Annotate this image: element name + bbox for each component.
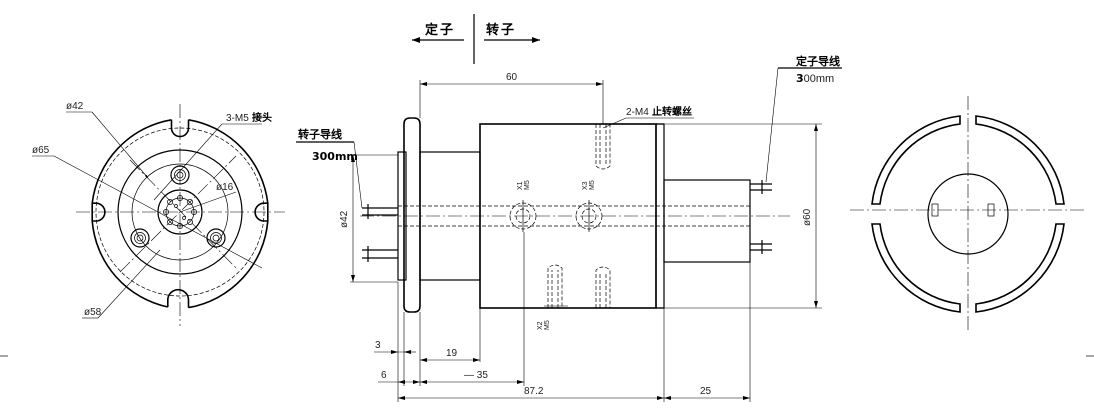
stator-wire-length: 300mm — [796, 72, 834, 85]
label-d58: ø58 — [84, 307, 102, 318]
stator-wire-length-bold: 3 — [796, 72, 804, 85]
anti-rotation-screw-top — [595, 124, 611, 170]
label-thread: 3-M5 — [226, 113, 249, 124]
rotor-arrow — [532, 37, 540, 43]
rotor-wire-leader — [353, 141, 363, 209]
x3-name: X3 — [582, 181, 589, 190]
label-anti-rotation-suffix: 止转螺丝 — [652, 105, 692, 118]
notch-bottom — [167, 288, 190, 308]
leader-d58 — [97, 249, 161, 319]
x2-port — [547, 264, 563, 308]
x1-port — [509, 200, 537, 232]
label-dim-19: 19 — [446, 348, 458, 359]
outer-flange-outline — [91, 119, 269, 309]
label-dim-25: 25 — [700, 386, 712, 397]
right-outer-segment-bottom-right — [975, 223, 1065, 313]
label-top-length: 60 — [506, 72, 518, 83]
label-dim-87-2: 87.2 — [524, 386, 544, 397]
label-thread-suffix: 接头 — [252, 111, 272, 124]
rotor-wire-label: 转子导线 — [298, 127, 342, 141]
label-body-dia: ø60 — [802, 208, 813, 226]
stator-label: 定子 — [424, 22, 455, 38]
leader-d65 — [53, 155, 263, 269]
label-dim-6: 6 — [381, 370, 387, 381]
x3-port — [575, 200, 603, 232]
label-flange-dia: ø42 — [339, 210, 350, 228]
leader-m5 — [153, 123, 223, 201]
x3-thread: M5 — [589, 180, 596, 190]
x1-name: X1 — [517, 181, 524, 190]
leader-d16 — [179, 191, 237, 213]
stator-hub — [663, 179, 751, 263]
label-d65: ø65 — [32, 145, 50, 156]
right-outer-segment-top-right — [975, 115, 1065, 205]
diag-centerline-1 — [119, 155, 237, 273]
m5-port-left — [130, 228, 150, 248]
label-d16: ø16 — [216, 182, 234, 193]
right-outer-segment-top-left — [871, 115, 961, 205]
anti-rotation-leader — [602, 117, 627, 129]
rotor-label: 转子 — [486, 22, 516, 38]
m5-port-right — [206, 228, 226, 248]
right-end-view — [850, 96, 1086, 330]
header-labels: 定子 转子 — [412, 14, 540, 64]
x1-thread: M5 — [524, 180, 531, 190]
label-dim-35: — 35 — [464, 370, 488, 381]
flange-plate — [403, 117, 421, 313]
side-view: 转子导线 300mm ø42 — [296, 54, 842, 402]
label-dim-3: 3 — [375, 340, 381, 351]
rotor-wire-length: 300mm — [312, 150, 358, 163]
stator-wire-label: 定子导线 — [796, 54, 840, 68]
anti-rotation-screw-bottom — [595, 266, 611, 308]
stator-wire-leader — [765, 67, 779, 183]
x2-name: X2 — [537, 321, 544, 330]
leader-d42 — [91, 111, 149, 179]
rotor-pins — [362, 204, 398, 262]
stator-wire-length-rest: 00mm — [804, 73, 835, 85]
right-outer-segment-bottom-left — [871, 223, 961, 313]
label-d42: ø42 — [66, 101, 84, 112]
stator-pins — [750, 180, 772, 254]
left-end-view: ø42 ø65 3-M5 接头 ø16 ø58 — [32, 101, 285, 326]
stator-arrow — [412, 37, 420, 43]
label-anti-rotation: 2-M4 — [626, 107, 649, 118]
x2-thread: M5 — [544, 320, 551, 330]
